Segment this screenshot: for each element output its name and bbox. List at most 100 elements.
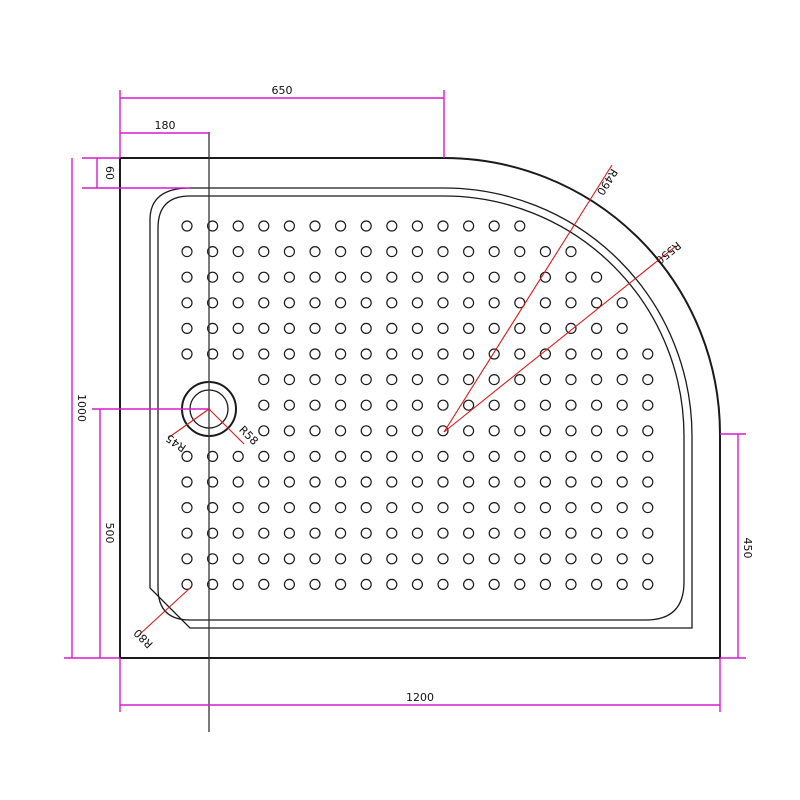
anti-slip-dot [411,476,423,488]
anti-slip-dot [232,348,244,360]
anti-slip-dot [335,425,347,437]
anti-slip-dot [437,578,449,591]
anti-slip-dot [616,374,628,386]
anti-slip-dot [514,476,526,488]
anti-slip-dot [565,348,577,360]
anti-slip-dot [565,527,577,539]
tray-outer-outline [119,157,721,659]
anti-slip-dot [309,502,321,514]
anti-slip-dot [411,246,423,258]
anti-slip-dot [386,246,398,258]
dim-label-drain-offset-y: 500 [103,523,116,544]
tray-basin-outline [157,195,685,621]
anti-slip-dot [386,271,398,283]
anti-slip-dot [411,527,423,539]
anti-slip-dot [539,578,552,591]
anti-slip-dot [181,527,193,539]
anti-slip-dot [386,502,398,514]
anti-slip-dot [514,246,526,258]
anti-slip-dot [386,348,398,360]
anti-slip-dot [335,502,347,514]
anti-slip-dot [437,220,449,232]
anti-slip-dot [232,553,244,565]
anti-slip-dot [309,271,321,283]
dim-label-overall-depth: 1000 [75,394,88,422]
anti-slip-dot [309,246,321,258]
anti-slip-dot [232,476,244,488]
anti-slip-dot [463,271,475,283]
anti-slip-dot [539,374,552,386]
anti-slip-dot [539,399,552,411]
anti-slip-dot [463,502,475,514]
tray-inner-rim [149,187,693,629]
anti-slip-dot [258,399,270,411]
anti-slip-dot [360,322,372,334]
anti-slip-dot [181,476,193,488]
anti-slip-dot [335,220,347,232]
anti-slip-dot [463,348,475,360]
anti-slip-dot [335,271,347,283]
anti-slip-dot [488,220,500,232]
anti-slip-dot [386,527,398,539]
anti-slip-dot [258,450,270,462]
anti-slip-dot [514,553,526,565]
anti-slip-dot [642,450,654,462]
anti-slip-dot [360,425,372,437]
anti-slip-dot [616,297,628,309]
anti-slip-dot [207,246,219,258]
anti-slip-dot [514,425,526,437]
anti-slip-dot [514,322,526,334]
anti-slip-dot [411,450,423,462]
anti-slip-dot [488,578,500,591]
anti-slip-dot [283,399,295,411]
anti-slip-dot [539,553,552,565]
anti-slip-dot [335,246,347,258]
anti-slip-dot [488,322,500,334]
anti-slip-dot [488,399,500,411]
anti-slip-dot [232,297,244,309]
anti-slip-dot [642,578,654,591]
anti-slip-dot [335,322,347,334]
anti-slip-dot [565,297,577,309]
anti-slip-dot [642,399,654,411]
anti-slip-dot [437,246,449,258]
anti-slip-dot [488,425,500,437]
anti-slip-dot [616,322,628,334]
anti-slip-dot [207,502,219,514]
anti-slip-dot [463,553,475,565]
anti-slip-dot [309,578,321,591]
anti-slip-dot [386,476,398,488]
anti-slip-dot [539,322,552,334]
anti-slip-dot [565,322,577,334]
anti-slip-dot [642,348,654,360]
anti-slip-dot [181,246,193,258]
anti-slip-dot [437,425,449,437]
anti-slip-dot [232,220,244,232]
anti-slip-dot [232,271,244,283]
anti-slip-dot [283,425,295,437]
anti-slip-dot [437,502,449,514]
anti-slip-dot [539,527,552,539]
anti-slip-dot [309,399,321,411]
anti-slip-dot [309,450,321,462]
anti-slip-dot [488,271,500,283]
anti-slip-dot [590,374,603,386]
anti-slip-dot [258,476,270,488]
anti-slip-dot [488,348,500,360]
anti-slip-dot [590,553,603,565]
anti-slip-dot [616,399,628,411]
anti-slip-dot [463,374,475,386]
anti-slip-dot [539,271,552,283]
anti-slip-dot [539,502,552,514]
anti-slip-dot [411,220,423,232]
anti-slip-dot [360,246,372,258]
anti-slip-dot [207,220,219,232]
dimension-lines [64,90,746,712]
anti-slip-dot [181,297,193,309]
anti-slip-dot [283,502,295,514]
anti-slip-dot [360,527,372,539]
anti-slip-dot [463,399,475,411]
anti-slip-dot [616,502,628,514]
anti-slip-dot [258,578,270,591]
